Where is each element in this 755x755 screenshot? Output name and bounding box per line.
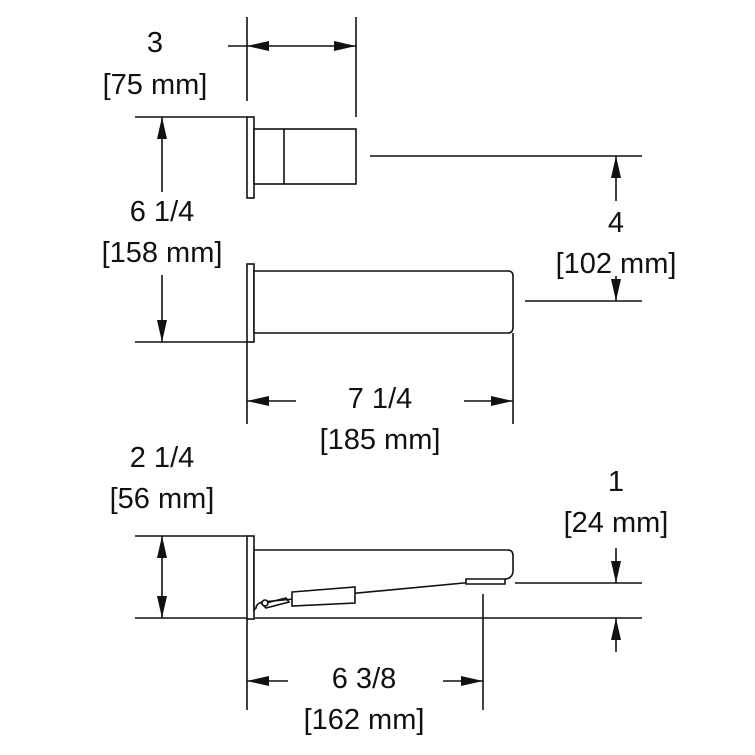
spout-height-dim-metric: [56 mm] xyxy=(110,483,215,515)
handle-wall-plate xyxy=(246,116,255,199)
spout-side-part xyxy=(246,535,514,620)
spout-aerator-detail xyxy=(465,578,506,585)
reach-dim-imperial: 6 3/8 xyxy=(332,663,397,695)
outlet-dimension: 1 [24 mm] xyxy=(255,466,668,652)
spout-length-dimension: 7 1/4 [185 mm] xyxy=(246,333,514,456)
reach-arrow-right xyxy=(461,676,483,686)
spacing-dim-metric: [102 mm] xyxy=(556,248,677,280)
reach-dimension: 6 3/8 [162 mm] xyxy=(246,594,484,736)
spout-height-dimension: 2 1/4 [56 mm] xyxy=(110,442,247,619)
spout-height-dim-imperial: 2 1/4 xyxy=(130,442,195,474)
spout-top-part xyxy=(246,263,514,343)
length-dim-imperial: 7 1/4 xyxy=(348,383,413,415)
spacing-dim-imperial: 4 xyxy=(608,207,624,239)
spacing-arrow-top xyxy=(611,156,621,178)
depth-dim-metric: [75 mm] xyxy=(103,69,208,101)
length-arrow-right xyxy=(491,396,513,406)
spout-height-arrow-bottom xyxy=(157,596,167,618)
spout-height-arrow-top xyxy=(157,536,167,558)
height-arrow-bottom xyxy=(157,320,167,342)
outlet-dim-metric: [24 mm] xyxy=(564,507,669,539)
length-dim-metric: [185 mm] xyxy=(320,424,441,456)
outlet-arrow-bottom xyxy=(611,618,621,640)
height-dim-imperial: 6 1/4 xyxy=(130,196,195,228)
handle-part xyxy=(246,116,357,199)
depth-arrow-right xyxy=(334,41,356,51)
spout-screw-icon xyxy=(261,599,269,607)
depth-dim-imperial: 3 xyxy=(147,27,163,59)
spout-body-top xyxy=(253,270,514,334)
height-arrow-top xyxy=(157,117,167,139)
spout-lever-detail xyxy=(291,586,356,607)
spout-side-wall-plate xyxy=(246,535,255,620)
reach-arrow-left xyxy=(247,676,269,686)
height-dim-metric: [158 mm] xyxy=(102,237,223,269)
spout-wall-plate xyxy=(246,263,255,343)
outlet-dim-imperial: 1 xyxy=(608,466,624,498)
length-arrow-left xyxy=(247,396,269,406)
depth-arrow-left xyxy=(247,41,269,51)
height-dimension: 6 1/4 [158 mm] xyxy=(102,116,247,343)
depth-dimension: 3 [75 mm] xyxy=(103,17,357,117)
spacing-dimension: 4 [102 mm] xyxy=(370,155,677,302)
outlet-arrow-top xyxy=(611,561,621,583)
reach-dim-metric: [162 mm] xyxy=(304,704,425,736)
handle-body xyxy=(253,128,357,185)
spacing-arrow-bottom xyxy=(611,279,621,301)
